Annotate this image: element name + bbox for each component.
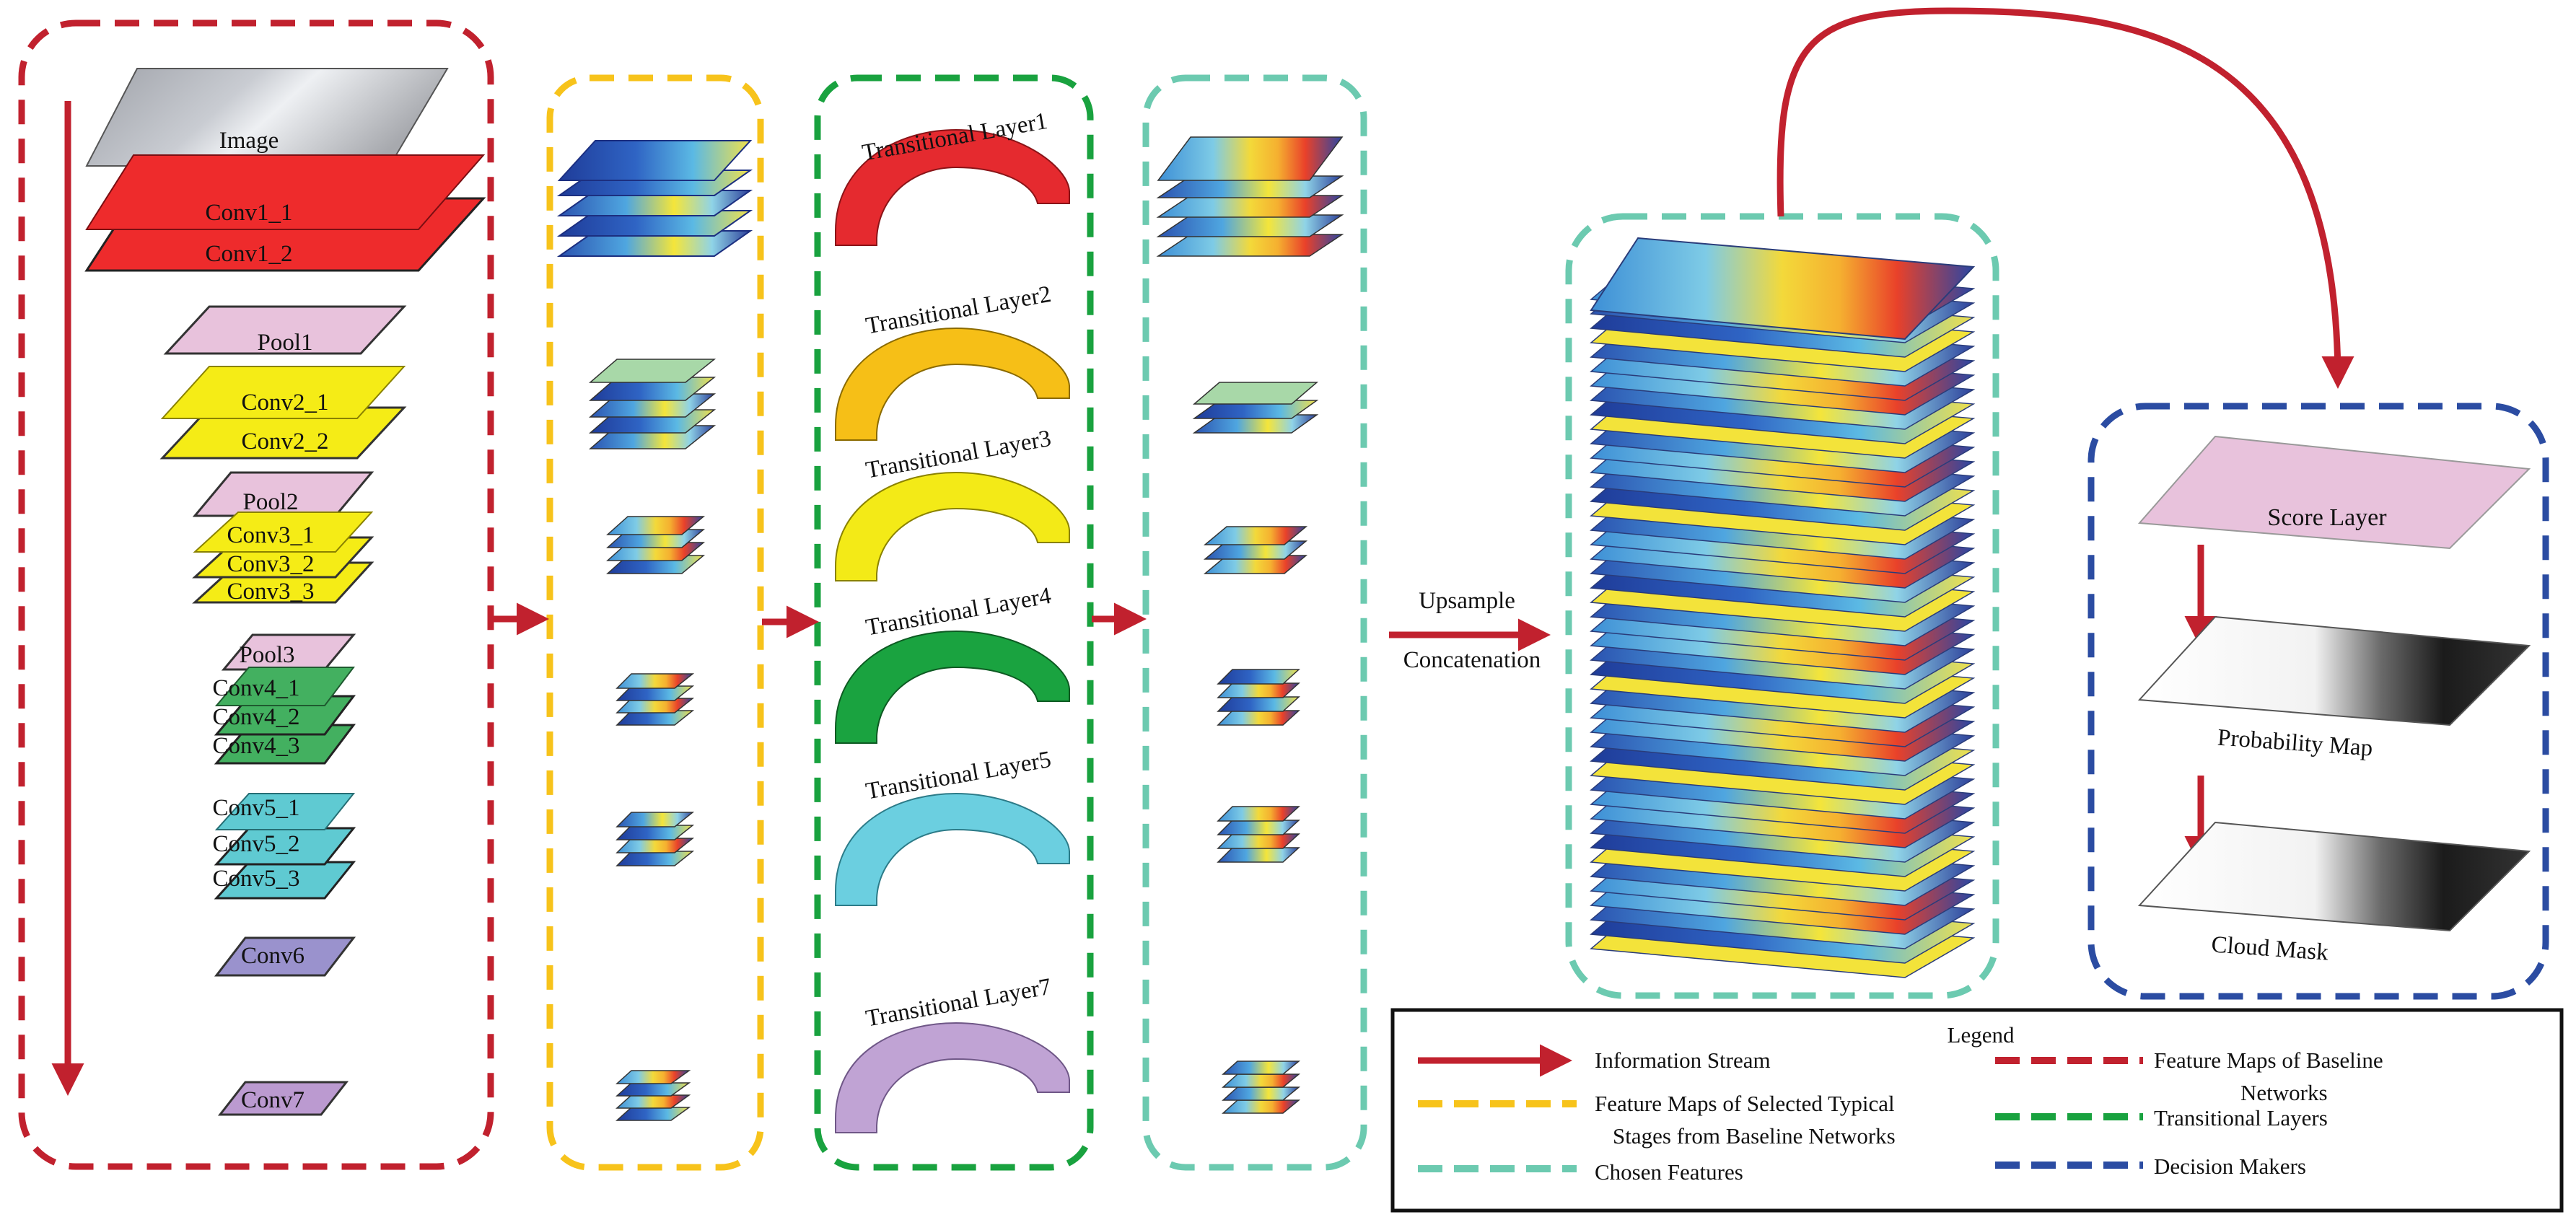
upsample-label: Upsample: [1419, 588, 1515, 614]
legend-decision-label: Decision Makers: [2154, 1154, 2306, 1179]
pool3-label: Pool3: [239, 642, 294, 668]
cloud-mask-label: Cloud Mask: [2211, 931, 2330, 965]
conv4-3-label: Conv4_3: [212, 733, 299, 759]
transitional-arch-2: [835, 327, 1070, 441]
concatenated-features-frame: [1565, 213, 1999, 999]
conv4-1-layer: [214, 667, 356, 706]
legend-transitional-label: Transitional Layers: [2154, 1105, 2328, 1130]
conv4-1-label: Conv4_1: [212, 675, 299, 701]
chosen-features-frame: [1142, 74, 1367, 1171]
conv5-3-label: Conv5_3: [212, 866, 299, 892]
transitional-arch-1: [835, 128, 1070, 246]
score-layer: [2137, 435, 2531, 550]
conv2-1-layer: [160, 366, 406, 419]
legend-selected-label-2: Stages from Baseline Networks: [1613, 1123, 1896, 1149]
conv6-layer: [214, 936, 356, 977]
transitional-arch-3: [835, 471, 1070, 581]
transitional-arch-7: [835, 1022, 1070, 1133]
conv5-1-layer: [214, 793, 356, 830]
selected-stages-frame: [546, 74, 764, 1171]
pool1-layer: [163, 305, 407, 355]
legend-chosen-label: Chosen Features: [1595, 1159, 1743, 1185]
conv3-3-label: Conv3_3: [227, 579, 314, 605]
conv3-2-label: Conv3_2: [227, 551, 314, 577]
legend-info-stream-label: Information Stream: [1595, 1048, 1771, 1073]
chosen-feature-stacks: [1156, 136, 1344, 1114]
conv2-2-label: Conv2_2: [241, 429, 328, 455]
decision-makers-frame: [2087, 403, 2549, 1000]
conv3-1-layer: [193, 511, 374, 553]
legend-box: [1390, 1008, 2564, 1213]
baseline-network-frame: [18, 19, 494, 1170]
concat-to-decision-curve-arrow: [1777, 7, 2354, 389]
score-layer-label: Score Layer: [2267, 504, 2387, 531]
pool1-label: Pool1: [257, 330, 312, 356]
conv3-1-label: Conv3_1: [227, 522, 314, 548]
legend-title: Legend: [1948, 1022, 2015, 1048]
conv7-layer: [217, 1081, 349, 1116]
legend-selected-label-1: Feature Maps of Selected Typical: [1595, 1091, 1895, 1116]
legend-baseline-label-1: Feature Maps of Baseline: [2154, 1048, 2383, 1073]
transitional-arches: [835, 128, 1070, 1133]
probability-map: [2137, 615, 2531, 726]
cloud-mask: [2137, 821, 2531, 932]
concat-feature-top-layer: [1590, 237, 1976, 341]
probability-map-label: Probability Map: [2217, 725, 2373, 762]
legend-baseline-label-2: Networks: [2240, 1080, 2328, 1105]
conv6-label: Conv6: [241, 943, 305, 969]
conv1-1-layer: [85, 154, 486, 230]
concatenation-label: Concatenation: [1403, 647, 1541, 673]
image-label: Image: [219, 128, 279, 154]
conv5-2-label: Conv5_2: [212, 831, 299, 857]
conv7-label: Conv7: [241, 1087, 305, 1113]
conv5-1-label: Conv5_1: [212, 795, 299, 821]
pool2-label: Pool2: [242, 489, 298, 515]
conv1-2-label: Conv1_2: [205, 241, 292, 267]
conv1-1-label: Conv1_1: [205, 200, 292, 226]
concatenated-feature-stack: [1590, 237, 1976, 978]
conv4-2-label: Conv4_2: [212, 704, 299, 730]
conv2-1-label: Conv2_1: [241, 390, 328, 416]
baseline-layers: [84, 68, 486, 1116]
selected-feature-stacks: [556, 140, 753, 1121]
transitional-arch-5: [835, 792, 1070, 906]
transitional-arch-4: [835, 630, 1070, 744]
